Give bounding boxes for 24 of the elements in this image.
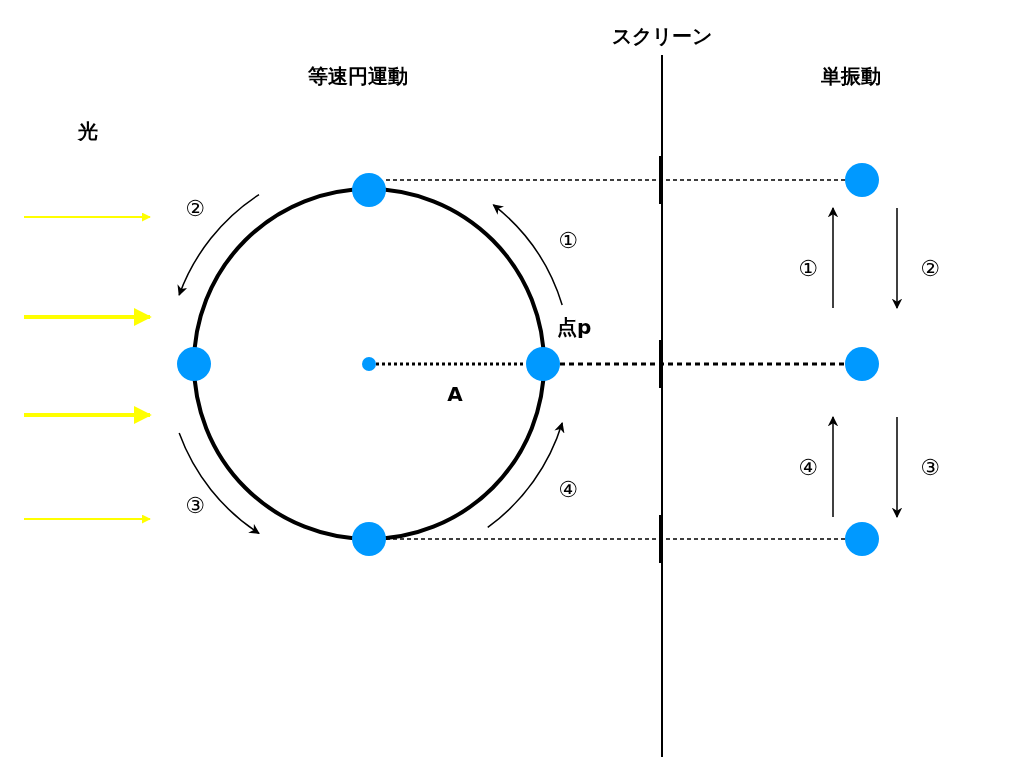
dashed-line <box>376 362 526 366</box>
heading-label: 等速円運動 <box>308 62 408 90</box>
point-dot <box>845 522 879 556</box>
dashed-line <box>385 179 846 181</box>
heading-label: スクリーン <box>612 22 712 50</box>
step-number: ④ <box>798 454 818 480</box>
step-number: ② <box>185 195 205 221</box>
point-label: 点p <box>557 314 592 341</box>
step-number: ③ <box>920 454 940 480</box>
step-number: ① <box>558 227 578 253</box>
point-dot <box>845 347 879 381</box>
step-number: ② <box>920 255 940 281</box>
step-number: ① <box>798 255 818 281</box>
heading-label: 単振動 <box>821 62 881 90</box>
point-dot <box>845 163 879 197</box>
heading-label: 光 <box>78 117 98 145</box>
step-number: ③ <box>185 492 205 518</box>
step-number: ④ <box>558 476 578 502</box>
point-dot <box>362 357 376 371</box>
point-dot <box>526 347 560 381</box>
dashed-line <box>560 362 845 366</box>
point-dot <box>177 347 211 381</box>
point-dot <box>352 173 386 207</box>
point-dot <box>352 522 386 556</box>
